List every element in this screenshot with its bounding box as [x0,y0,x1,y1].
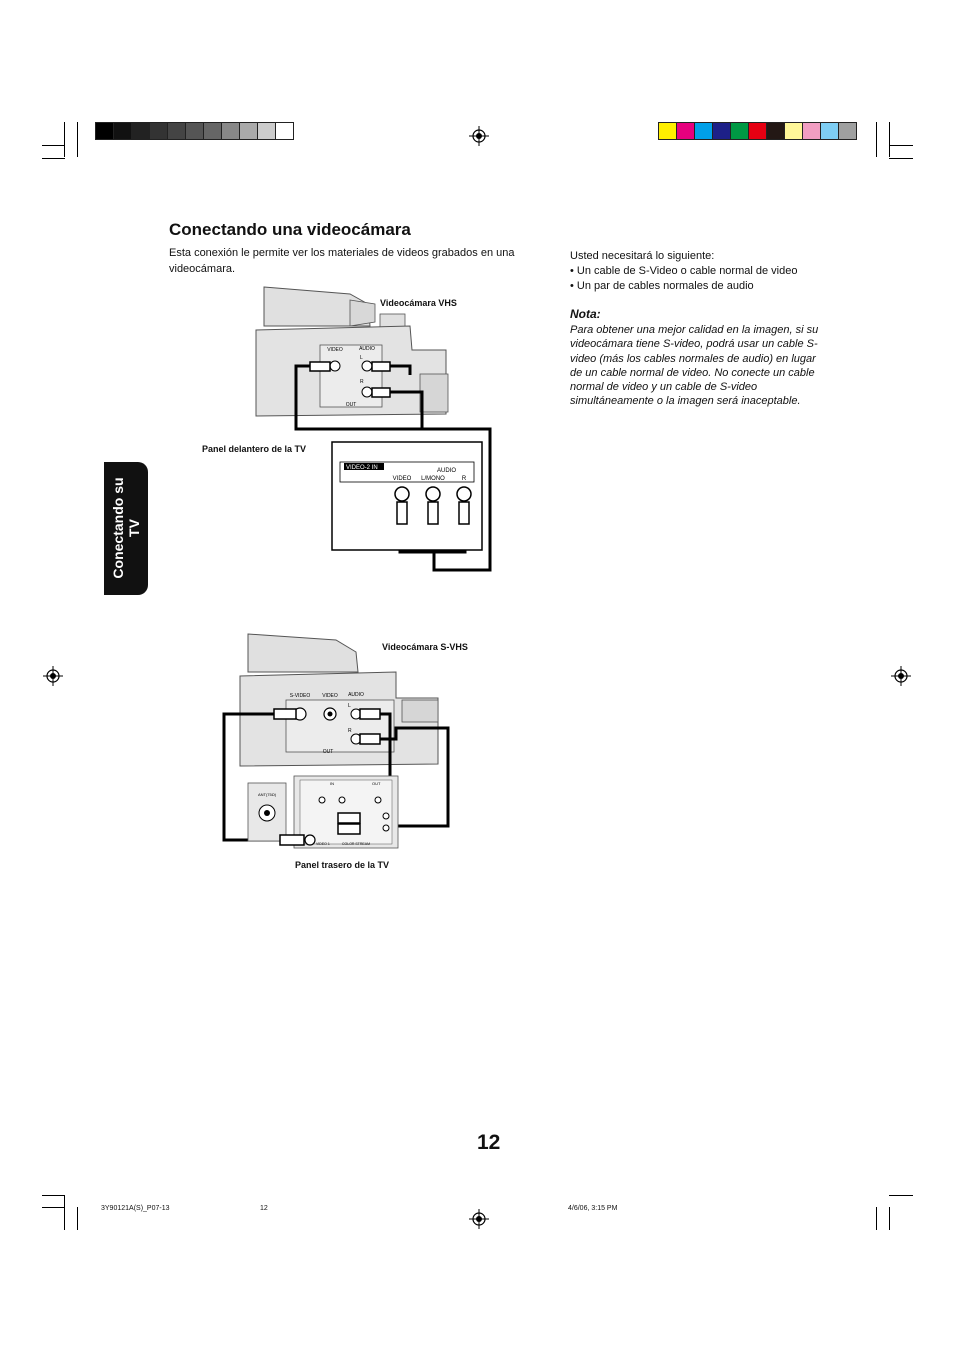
calibration-swatch [186,123,204,139]
calibration-swatch [659,123,677,139]
registration-mark-bottom [469,1209,489,1229]
calibration-swatch [204,123,222,139]
vhs-out-label: OUT [346,402,357,408]
vhs-camcorder-illustration: VIDEO AUDIO L R OUT [255,286,449,417]
color-calibration-bar [658,122,857,140]
calibration-swatch [240,123,258,139]
svhs-connection-diagram: S-VIDEO VIDEO AUDIO L R OUT ANT(75Ω) IN … [222,633,450,849]
calibration-swatch [276,123,293,139]
calibration-swatch [803,123,821,139]
tv-audio-label: AUDIO [437,468,456,474]
calibration-swatch [839,123,856,139]
calibration-swatch [785,123,803,139]
calibration-swatch [114,123,132,139]
calibration-swatch [677,123,695,139]
calibration-swatch [821,123,839,139]
gray-calibration-bar [95,122,294,140]
vhs-audio-label: AUDIO [359,346,375,352]
requirement-item: • Un par de cables normales de audio [570,280,754,292]
vhs-connection-diagram: VIDEO AUDIO L R OUT VIDEO-2 IN AUDIO VID… [255,286,492,572]
tv-color-stream-label: COLOR STREAM [342,842,370,846]
calibration-swatch [222,123,240,139]
tv-video-label: VIDEO [393,476,412,482]
tv-video2-in-label: VIDEO-2 IN [346,465,378,471]
footer-file-name: 3Y90121A(S)_P07-13 [101,1205,170,1212]
tv-in-label: IN [330,781,334,786]
section-side-tab [104,462,148,595]
footer-timestamp: 4/6/06, 3:15 PM [568,1205,618,1212]
footer-page: 12 [260,1205,268,1212]
tv-video1-label: VIDEO 1 [316,842,330,846]
vhs-l-label: L [360,355,363,361]
requirements-list: Usted necesitará lo siguiente: • Un cabl… [570,249,830,294]
svhs-out-label: OUT [323,749,334,755]
page-number: 12 [477,1131,501,1154]
tv-antenna-label: ANT(75Ω) [258,792,277,797]
tv-rear-panel-illustration: ANT(75Ω) IN OUT VIDEO 1 COLOR STREAM [247,775,399,849]
note-heading: Nota: [570,307,601,321]
front-panel-label: Panel delantero de la TV [202,444,307,454]
tv-front-panel-illustration: VIDEO-2 IN AUDIO VIDEO L/MONO R [331,441,483,551]
svhs-r-label: R [348,728,352,734]
svhs-camcorder-illustration: S-VIDEO VIDEO AUDIO L R OUT [239,633,439,767]
calibration-swatch [150,123,168,139]
tv-r-label: R [462,476,467,482]
intro-paragraph: Esta conexión le permite ver los materia… [169,247,515,275]
calibration-swatch [695,123,713,139]
svhs-audio-label: AUDIO [348,692,364,698]
svhs-video-label: VIDEO [322,693,338,699]
tv-out-label: OUT [372,781,381,786]
calibration-swatch [731,123,749,139]
tv-lmono-label: L/MONO [421,476,445,482]
svhs-camcorder-label: Videocámara S-VHS [382,642,468,652]
calibration-swatch [258,123,276,139]
vhs-camcorder-label: Videocámara VHS [380,298,457,308]
rear-panel-label: Panel trasero de la TV [295,860,390,870]
note-text: Para obtener una mejor calidad en la ima… [570,324,819,408]
calibration-swatch [132,123,150,139]
vhs-r-label: R [360,379,364,385]
registration-mark-right [891,666,911,686]
requirements-heading: Usted necesitará lo siguiente: [570,250,715,262]
requirement-item: • Un cable de S-Video o cable normal de … [570,265,798,277]
page-title: Conectando una videocámara [169,220,411,239]
svhs-l-label: L [348,703,351,709]
registration-mark-top [469,126,489,146]
svhs-svideo-label: S-VIDEO [290,693,311,699]
calibration-swatch [168,123,186,139]
registration-mark-left [43,666,63,686]
vhs-video-label: VIDEO [327,347,343,353]
calibration-swatch [767,123,785,139]
calibration-swatch [96,123,114,139]
calibration-swatch [749,123,767,139]
calibration-swatch [713,123,731,139]
